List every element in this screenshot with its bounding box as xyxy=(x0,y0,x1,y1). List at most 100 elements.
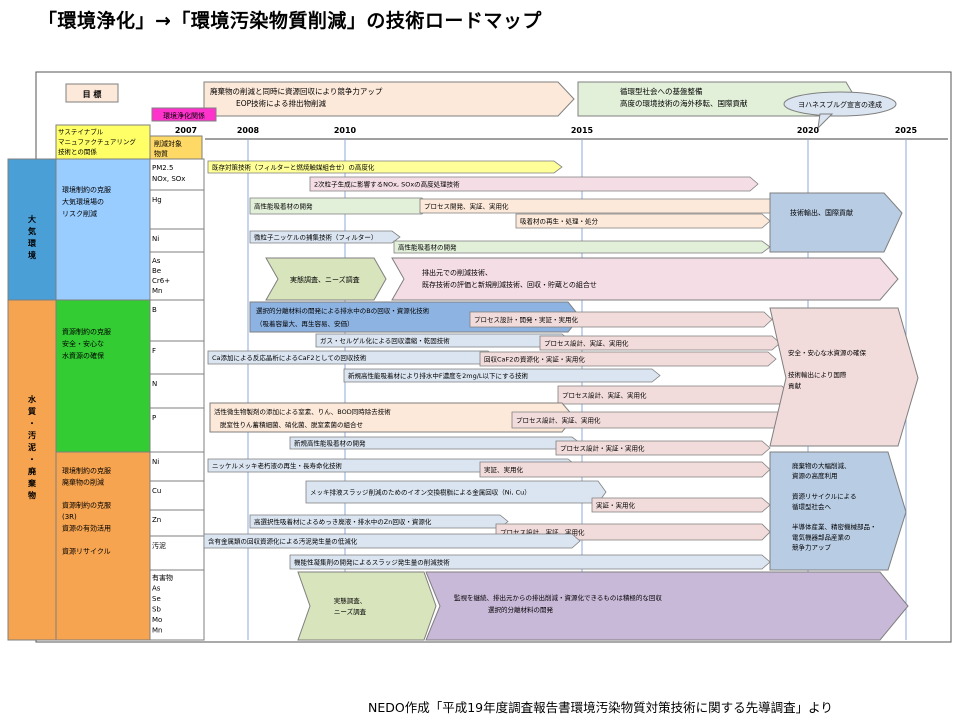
col-header-substance-text: 削減対象 xyxy=(154,139,182,148)
sustain-water-safety-text: 資源制約の克服 xyxy=(62,327,111,336)
roadmap-bar-b25 xyxy=(591,497,771,513)
category-water-label: 廃 xyxy=(28,466,37,476)
col-header-sustain-text: マニュファクチュアリング xyxy=(58,137,136,146)
roadmap-bar-text-b31: 選択的分離材料の開発 xyxy=(488,605,554,614)
sustain-air-risk-text: 環境制約の克服 xyxy=(62,185,111,194)
roadmap-bar-text-b28: 含有金属類の回収資源化による汚泥発生量の低減化 xyxy=(208,537,358,546)
substance-cell-n xyxy=(149,373,205,409)
year-label-2010: 2010 xyxy=(334,126,357,135)
sustain-waste xyxy=(55,451,151,641)
substance-cell-f xyxy=(149,340,205,375)
substance-label-toxic: 有害物 xyxy=(152,573,173,582)
outcome-water xyxy=(769,307,919,447)
roadmap-bar-text-b23: 実証、実用化 xyxy=(484,465,524,474)
year-label-2025: 2025 xyxy=(895,126,918,135)
project-tag xyxy=(151,107,217,122)
outcome-water-text: 安全・安心な水資源の確保 xyxy=(788,348,867,357)
outcome-waste-text: 廃棄物の大幅削減、 xyxy=(792,461,851,470)
yohanes-callout-tail xyxy=(817,113,834,130)
category-air-label: 気 xyxy=(28,226,36,236)
sustain-waste-text: (3R) xyxy=(62,513,77,521)
goal-phase1-text: EOP技術による排出物削減 xyxy=(236,98,326,108)
category-water-label: 泥 xyxy=(28,442,36,452)
roadmap-bar-b28 xyxy=(203,533,581,549)
substance-label-n: N xyxy=(152,380,157,388)
outcome-water-text: 技術輸出により国際 xyxy=(788,370,847,379)
sustain-air-risk-text: リスク削減 xyxy=(62,209,97,218)
substance-cell-p xyxy=(149,407,205,453)
outcome-waste-text: 競争力アップ xyxy=(792,543,832,552)
roadmap-bar-b30 xyxy=(297,571,437,641)
outcome-waste-text: 循環型社会へ xyxy=(792,502,832,511)
roadmap-bar-b9 xyxy=(391,257,899,301)
goal-label-box xyxy=(65,83,119,103)
goal-phase2-text: 循環型社会への基盤整備 xyxy=(620,86,703,96)
roadmap-bar-text-b4: プロセス開発、実証、実用化 xyxy=(424,202,509,211)
roadmap-bar-b7 xyxy=(393,240,771,254)
substance-label-pm: PM2.5 xyxy=(152,164,173,172)
substance-label-ni-air: Ni xyxy=(152,235,159,243)
yohanes-callout xyxy=(783,91,897,117)
outcome-air-text: 技術輸出、国際貢献 xyxy=(790,208,853,217)
category-air-label: 環 xyxy=(28,238,37,248)
substance-label-toxic: Sb xyxy=(152,606,161,614)
substance-cell-as-air xyxy=(149,251,205,301)
outcome-waste-text: 電気機器部品産業の xyxy=(792,532,851,541)
category-water-label: ・ xyxy=(28,455,36,464)
roadmap-bar-text-b30: 実態調査、 xyxy=(334,596,367,605)
roadmap-bar-text-b25: 実証・実用化 xyxy=(596,501,636,510)
roadmap-bar-text-b14: Ca添加による反応晶析によるCaF2としての回収技術 xyxy=(212,353,367,362)
roadmap-bar-text-b31: 監視を継続、排出元からの排出削減・資源化できるものは積極的な回収 xyxy=(454,593,662,602)
substance-label-as: As xyxy=(152,257,161,265)
sustain-waste-text: 資源リサイクル xyxy=(62,547,111,556)
roadmap-bar-b23 xyxy=(479,461,771,478)
substance-cell-cu xyxy=(149,480,205,511)
col-header-sustain-text: 技術との関係 xyxy=(58,147,97,156)
outcome-waste xyxy=(769,451,907,571)
category-water-label: ・ xyxy=(28,419,36,428)
roadmap-bar-text-b29: 機能性凝集剤の開発によるスラッジ発生量の削減技術 xyxy=(294,558,450,567)
substance-cell-toxic xyxy=(149,569,205,641)
category-water-label: 水 xyxy=(27,394,37,404)
roadmap-bar-text-b15: 回収CaF2の資源化・実証・実用化 xyxy=(484,355,585,364)
roadmap-bar-text-b18: 脱窒性りん蓄積細菌、硝化菌、脱窒素菌の組合せ xyxy=(220,420,363,429)
roadmap-bar-text-b1: 既存対策技術（フィルターと燃焼触媒組合せ）の高度化 xyxy=(212,163,375,172)
substance-label-cu: Cu xyxy=(152,487,161,495)
substance-label-pm: NOx, SOx xyxy=(152,175,185,183)
roadmap-bar-text-b24: メッキ排液スラッジ削減のためのイオン交換樹脂による金属回収（Ni, Cu） xyxy=(310,488,531,497)
project-tag-text: 環境浄化関係 xyxy=(163,111,205,120)
col-header-substance-text: 物質 xyxy=(154,149,168,158)
substance-cell-zn xyxy=(149,509,205,537)
roadmap-bar-b15 xyxy=(479,351,777,367)
roadmap-bar-b2 xyxy=(309,176,759,192)
roadmap-bar-text-b13: プロセス設計、実証、実用化 xyxy=(544,339,629,348)
substance-label-toxic: Se xyxy=(152,595,161,603)
roadmap-bar-b1 xyxy=(207,160,563,174)
substance-label-f: F xyxy=(152,347,156,355)
roadmap-bar-text-b10: 選択的分離材料の開発による排水中のBの回収・資源化技術 xyxy=(256,306,430,315)
roadmap-bar-text-b6: 微粒子ニッケルの捕集技術（フィルター） xyxy=(254,233,377,242)
yohanes-text: ヨハネスブルグ宣言の達成 xyxy=(798,100,882,109)
sustain-waste-text: 環境制約の克服 xyxy=(62,466,111,475)
page-title: 「環境浄化」→「環境汚染物質削減」の技術ロードマップ xyxy=(38,10,542,32)
roadmap-bar-b5 xyxy=(515,213,771,229)
substance-cell-pm xyxy=(149,158,205,191)
sustain-air-risk xyxy=(55,158,151,301)
year-label-2015: 2015 xyxy=(571,126,594,135)
substance-label-as: Mn xyxy=(152,287,162,295)
outcome-waste-text: 半導体産業、精密機械部品・ xyxy=(792,522,877,531)
year-label-2020: 2020 xyxy=(797,126,820,135)
category-water-label: 汚 xyxy=(28,430,36,440)
source-footnote: NEDO作成「平成19年度調査報告書環境汚染物質対策技術に関する先導調査」より xyxy=(368,700,833,715)
roadmap-bar-text-b2: 2次粒子生成に影響するNOx, SOxの高度処理技術 xyxy=(314,180,460,189)
roadmap-bar-text-b9: 排出元での削減技術、 xyxy=(422,268,492,277)
outcome-air xyxy=(769,192,903,253)
substance-label-toxic: Mn xyxy=(152,627,162,635)
roadmap-bar-text-b20: 新規高性能吸着材の開発 xyxy=(294,439,366,448)
year-label-2008: 2008 xyxy=(237,126,260,135)
roadmap-bar-b29 xyxy=(289,554,771,570)
sustain-waste-text: 資源制約の克服 xyxy=(62,501,111,510)
category-water-label: 物 xyxy=(28,490,36,500)
sustain-waste-text: 廃棄物の削減 xyxy=(62,478,104,487)
